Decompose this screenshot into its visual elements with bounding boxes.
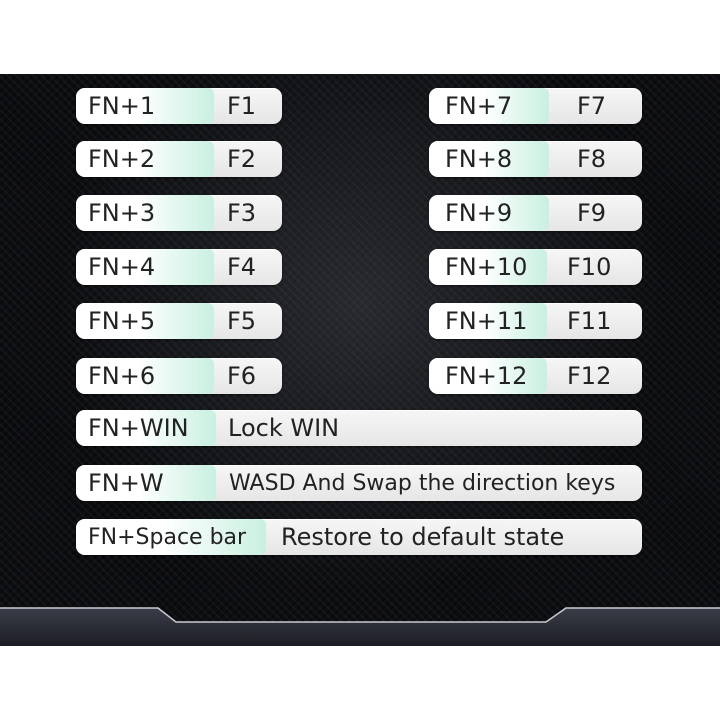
key-result: F7 — [577, 92, 607, 120]
shortcut-restore-default: FN+Space bar Restore to default state — [76, 519, 642, 555]
shortcut-fn2: FN+2 F2 — [76, 141, 282, 177]
shortcut-fn11: FN+11 F11 — [429, 303, 642, 339]
key-combo: FN+Space bar — [76, 519, 266, 555]
key-combo: FN+11 — [429, 303, 547, 339]
key-result: F4 — [227, 253, 257, 281]
key-result: F1 — [227, 92, 257, 120]
shortcut-fn6: FN+6 F6 — [76, 358, 282, 394]
shortcut-fn1: FN+1 F1 — [76, 88, 282, 124]
key-combo: FN+2 — [76, 141, 214, 177]
shortcut-fn4: FN+4 F4 — [76, 249, 282, 285]
key-combo: FN+6 — [76, 358, 214, 394]
shortcut-lock-win: FN+WIN Lock WIN — [76, 410, 642, 446]
key-result: F6 — [227, 362, 257, 390]
key-result: F9 — [577, 199, 607, 227]
key-combo: FN+4 — [76, 249, 214, 285]
key-combo: FN+10 — [429, 249, 547, 285]
key-result: F8 — [577, 145, 607, 173]
key-combo: FN+8 — [429, 141, 549, 177]
key-result: F11 — [567, 307, 612, 335]
footer-frame — [0, 607, 720, 646]
key-combo: FN+5 — [76, 303, 214, 339]
shortcut-wasd-swap: FN+W WASD And Swap the direction keys — [76, 465, 642, 501]
key-combo: FN+1 — [76, 88, 214, 124]
key-combo: FN+WIN — [76, 410, 216, 446]
shortcut-fn3: FN+3 F3 — [76, 195, 282, 231]
key-result: WASD And Swap the direction keys — [229, 470, 616, 496]
key-combo: FN+7 — [429, 88, 549, 124]
key-combo: FN+W — [76, 465, 216, 501]
key-result: Restore to default state — [281, 523, 565, 551]
shortcut-fn10: FN+10 F10 — [429, 249, 642, 285]
shortcut-fn9: FN+9 F9 — [429, 195, 642, 231]
key-result: F10 — [567, 253, 612, 281]
key-combo: FN+3 — [76, 195, 214, 231]
shortcut-fn12: FN+12 F12 — [429, 358, 642, 394]
key-result: F2 — [227, 145, 257, 173]
key-combo: FN+12 — [429, 358, 547, 394]
key-result: F12 — [567, 362, 612, 390]
shortcut-fn5: FN+5 F5 — [76, 303, 282, 339]
key-result: Lock WIN — [228, 414, 340, 442]
key-result: F5 — [227, 307, 257, 335]
key-result: F3 — [227, 199, 257, 227]
key-combo: FN+9 — [429, 195, 549, 231]
shortcut-fn7: FN+7 F7 — [429, 88, 642, 124]
shortcut-fn8: FN+8 F8 — [429, 141, 642, 177]
shortcut-panel: FN+1 F1 FN+2 F2 FN+3 F3 FN+4 F4 FN+5 F5 … — [0, 74, 720, 646]
